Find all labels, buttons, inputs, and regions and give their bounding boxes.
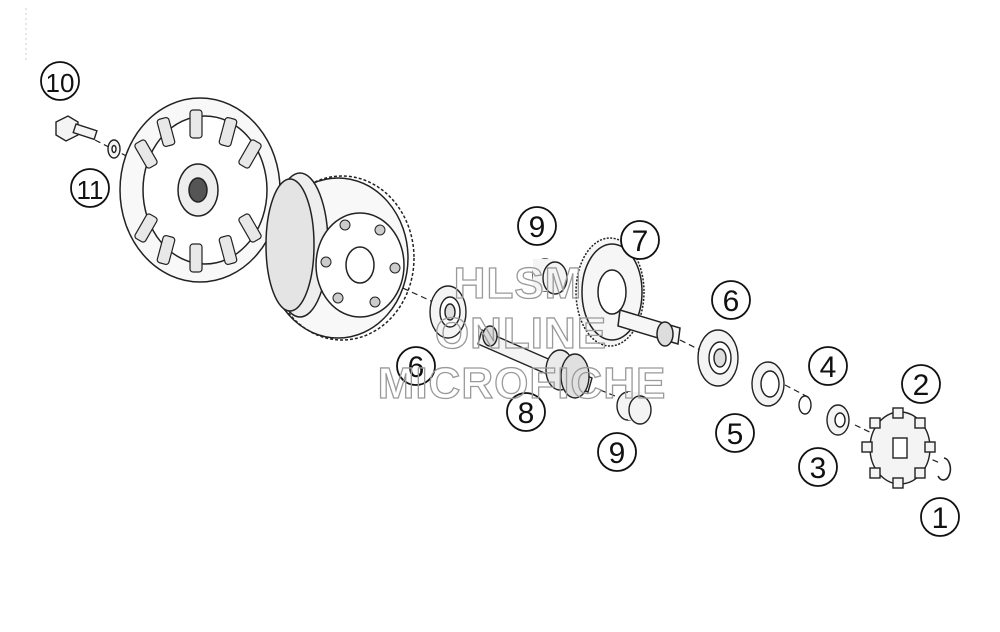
callout-8: 8 bbox=[506, 392, 546, 432]
callout-6-left: 6 bbox=[396, 346, 436, 386]
svg-text:9: 9 bbox=[529, 211, 546, 244]
svg-text:6: 6 bbox=[408, 351, 425, 384]
svg-text:7: 7 bbox=[632, 225, 649, 258]
callout-5: 5 bbox=[715, 413, 755, 453]
callout-9-bottom: 9 bbox=[597, 432, 637, 472]
washer-part bbox=[107, 139, 121, 159]
o-ring-part bbox=[798, 395, 812, 415]
svg-text:6: 6 bbox=[723, 285, 740, 318]
svg-text:3: 3 bbox=[810, 452, 827, 485]
watermark: HLSM ONLINE MICROFICHE bbox=[377, 258, 667, 408]
svg-text:4: 4 bbox=[820, 351, 837, 384]
callout-7: 7 bbox=[620, 220, 660, 260]
callout-6-right: 6 bbox=[711, 280, 751, 320]
svg-text:MICROFICHE: MICROFICHE bbox=[378, 359, 667, 408]
callout-10: 10 bbox=[40, 61, 80, 101]
svg-text:10: 10 bbox=[46, 68, 75, 98]
spacer-part bbox=[826, 404, 850, 436]
svg-text:ONLINE: ONLINE bbox=[435, 309, 607, 358]
svg-text:1: 1 bbox=[932, 502, 949, 535]
clutch-basket-part bbox=[119, 97, 281, 283]
countershaft-part bbox=[477, 325, 593, 399]
callout-1: 1 bbox=[920, 497, 960, 537]
callout-11: 11 bbox=[70, 168, 110, 208]
primary-shaft-gear-part bbox=[575, 237, 681, 347]
bearing-left-part bbox=[429, 285, 467, 339]
svg-text:11: 11 bbox=[77, 175, 104, 205]
needle-bearing-bottom-part bbox=[616, 391, 652, 425]
callout-2: 2 bbox=[901, 364, 941, 404]
bearing-right-part bbox=[697, 329, 739, 387]
svg-text:9: 9 bbox=[609, 437, 626, 470]
circlip-part bbox=[937, 457, 952, 481]
svg-text:8: 8 bbox=[518, 397, 535, 430]
callout-3: 3 bbox=[798, 447, 838, 487]
svg-text:2: 2 bbox=[913, 369, 930, 402]
needle-bearing-top-part bbox=[532, 258, 568, 295]
svg-text:5: 5 bbox=[727, 418, 744, 451]
shaft-seal-part bbox=[751, 361, 785, 407]
svg-text:HLSM: HLSM bbox=[454, 259, 583, 308]
callout-9-top: 9 bbox=[517, 206, 557, 246]
callout-4: 4 bbox=[808, 346, 848, 386]
clutch-hub-part bbox=[265, 172, 415, 341]
sprocket-part bbox=[861, 407, 936, 489]
bolt-part bbox=[55, 115, 98, 142]
